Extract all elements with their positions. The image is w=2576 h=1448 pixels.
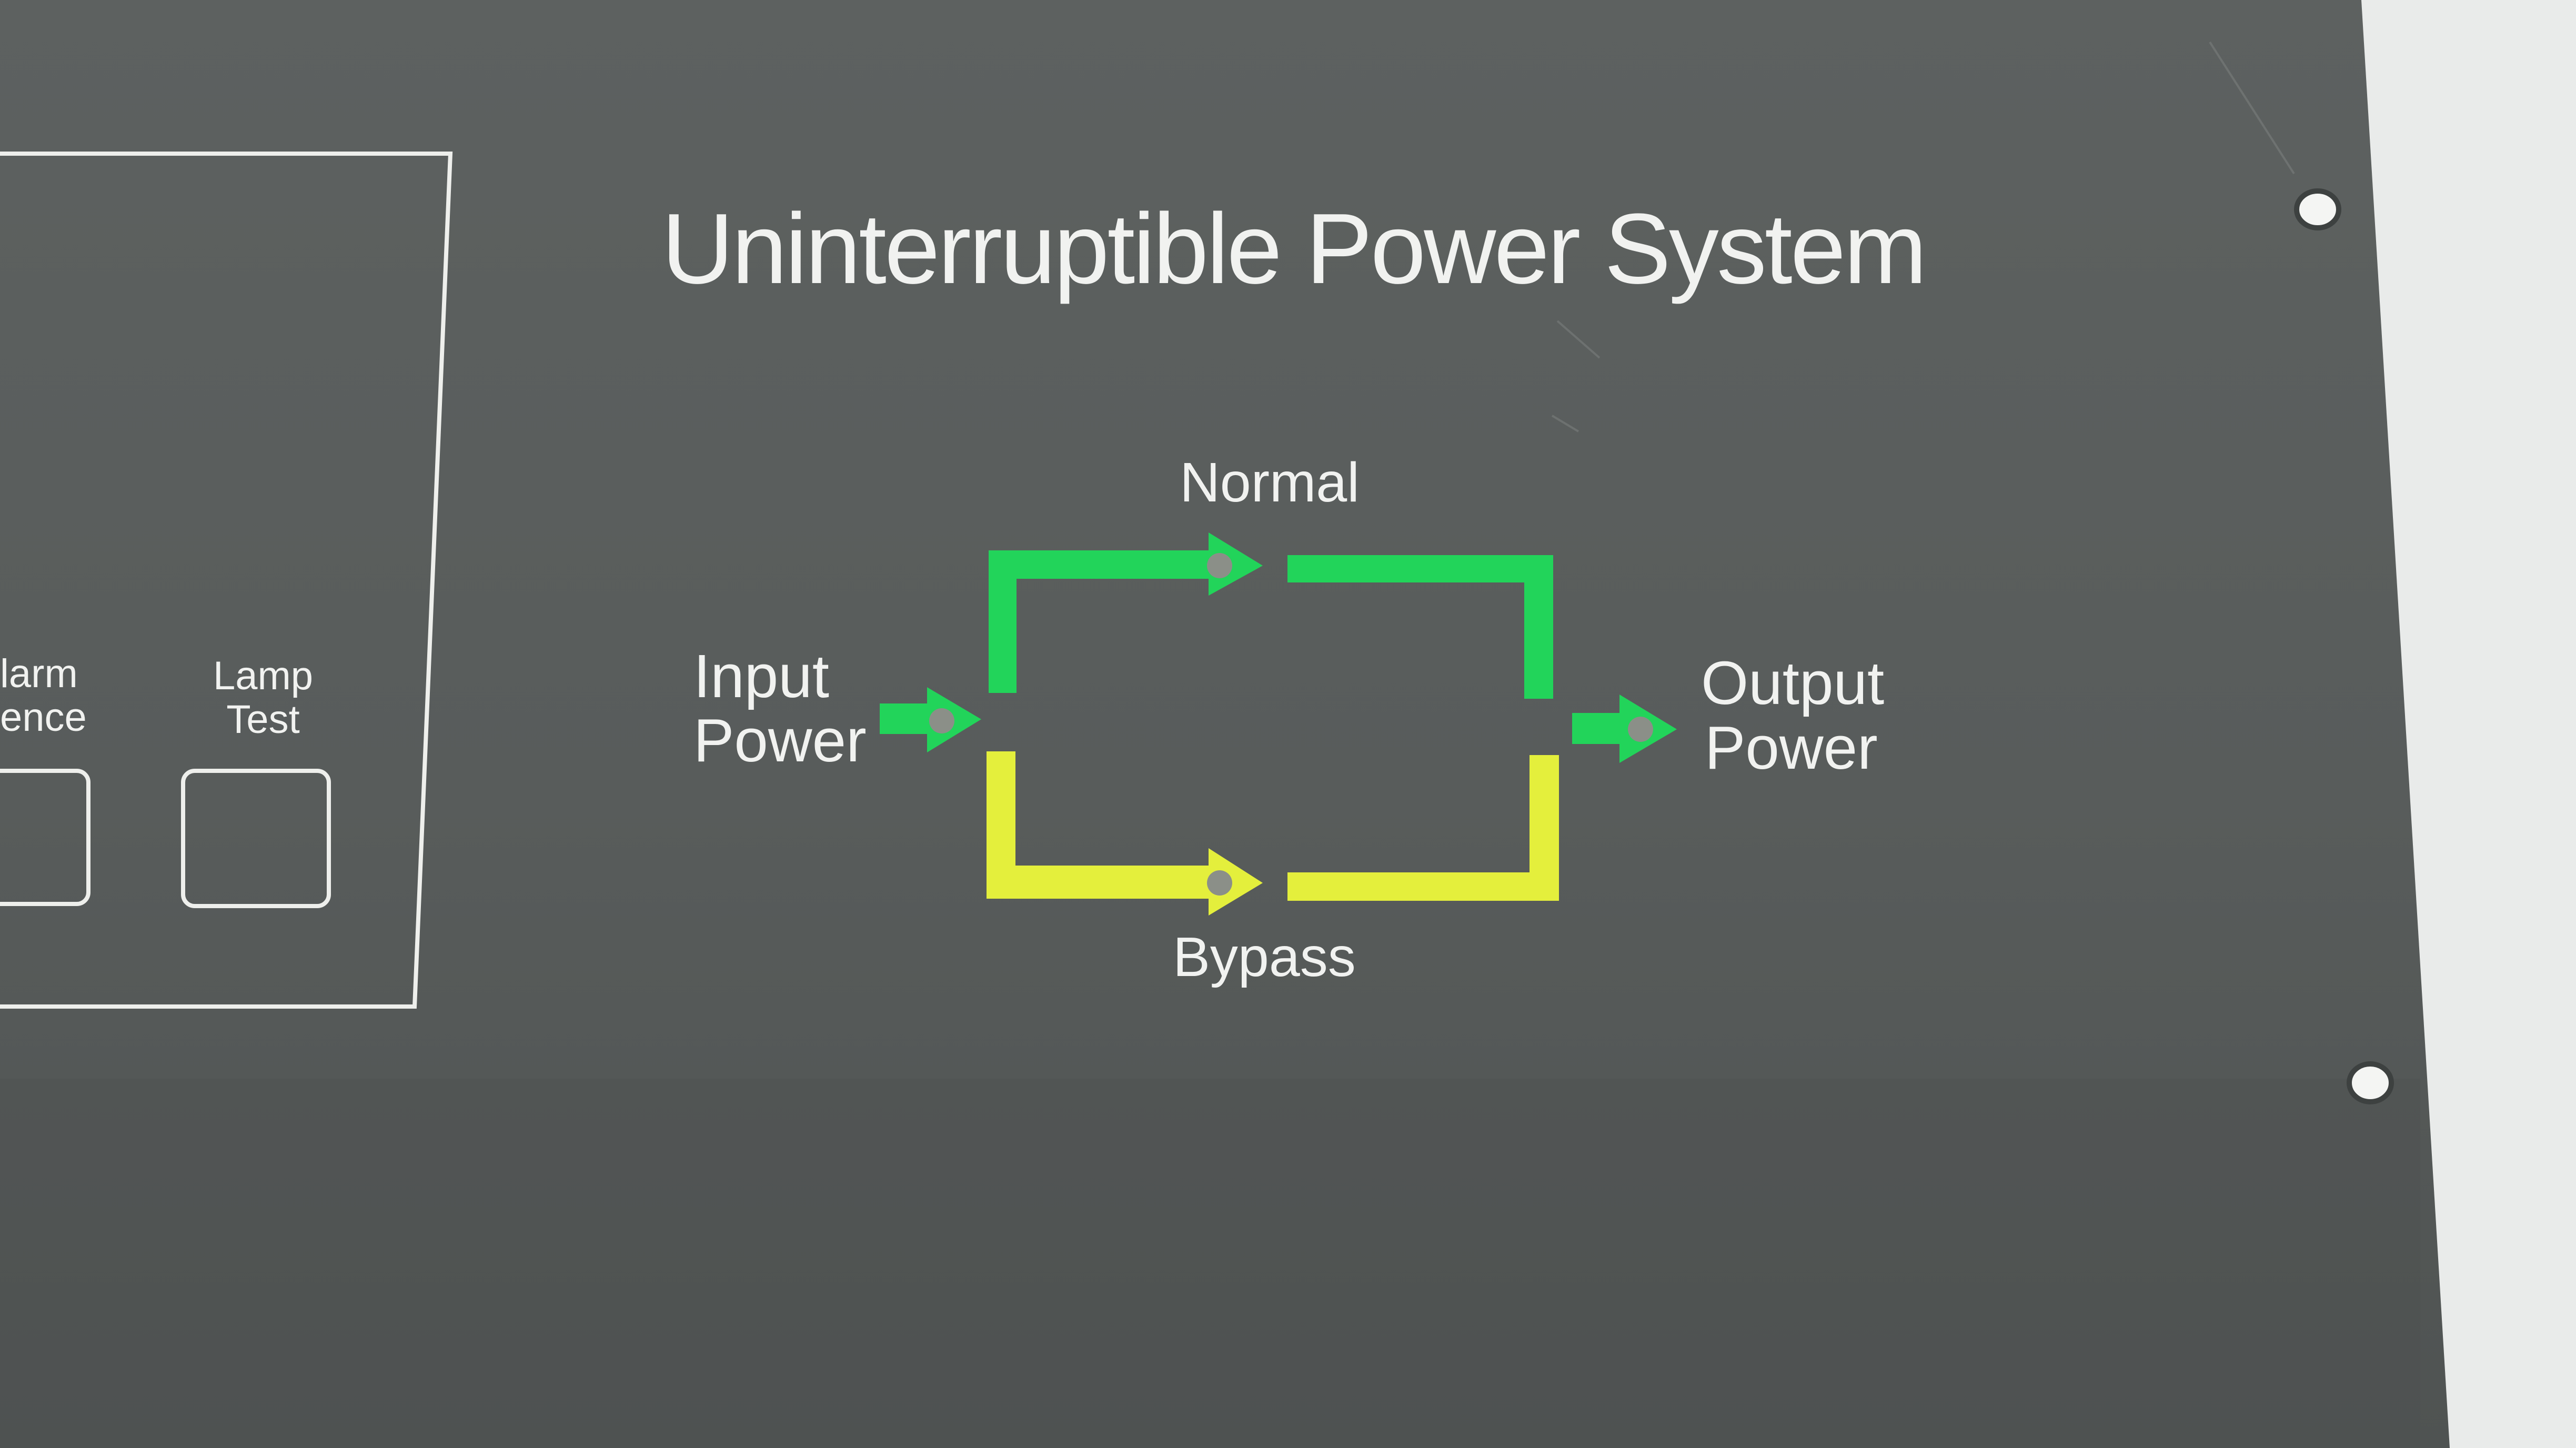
output-flow-arrow-icon xyxy=(1572,695,1677,763)
mounting-hole-icon xyxy=(2294,188,2341,230)
control-box-outline xyxy=(0,152,453,1009)
panel-title: Uninterruptible Power System xyxy=(661,193,1925,305)
alarm-silence-button[interactable] xyxy=(0,769,90,906)
input-indicator-led-icon xyxy=(929,708,954,733)
lamp-label-line2: Test xyxy=(226,697,299,742)
alarm-label-line2: ence xyxy=(0,695,87,740)
bypass-path-right-segment xyxy=(1287,755,1559,901)
alarm-label-line1: larm xyxy=(0,651,78,696)
mounting-hole-icon xyxy=(2347,1061,2394,1104)
input-power-label-line2: Power xyxy=(693,706,867,775)
output-power-label-line1: Output xyxy=(1701,649,1884,717)
front-panel xyxy=(0,0,2450,1448)
output-indicator-led-icon xyxy=(1628,717,1653,742)
panel-lower-shade xyxy=(0,1079,2420,1448)
bypass-path-label: Bypass xyxy=(1173,926,1356,988)
bypass-indicator-led-icon xyxy=(1207,870,1232,896)
output-power-label-line2: Power xyxy=(1705,713,1878,782)
normal-path-left-arrow-icon xyxy=(989,532,1263,693)
bypass-path-left-arrow-icon xyxy=(987,751,1263,916)
input-power-label-line1: Input xyxy=(693,642,829,710)
panel-scratches xyxy=(1551,41,2295,433)
lamp-label-line1: Lamp xyxy=(213,653,313,698)
normal-path-label: Normal xyxy=(1180,451,1360,514)
normal-path-right-segment xyxy=(1287,555,1553,699)
normal-indicator-led-icon xyxy=(1207,553,1232,578)
lamp-test-button[interactable] xyxy=(181,769,331,908)
